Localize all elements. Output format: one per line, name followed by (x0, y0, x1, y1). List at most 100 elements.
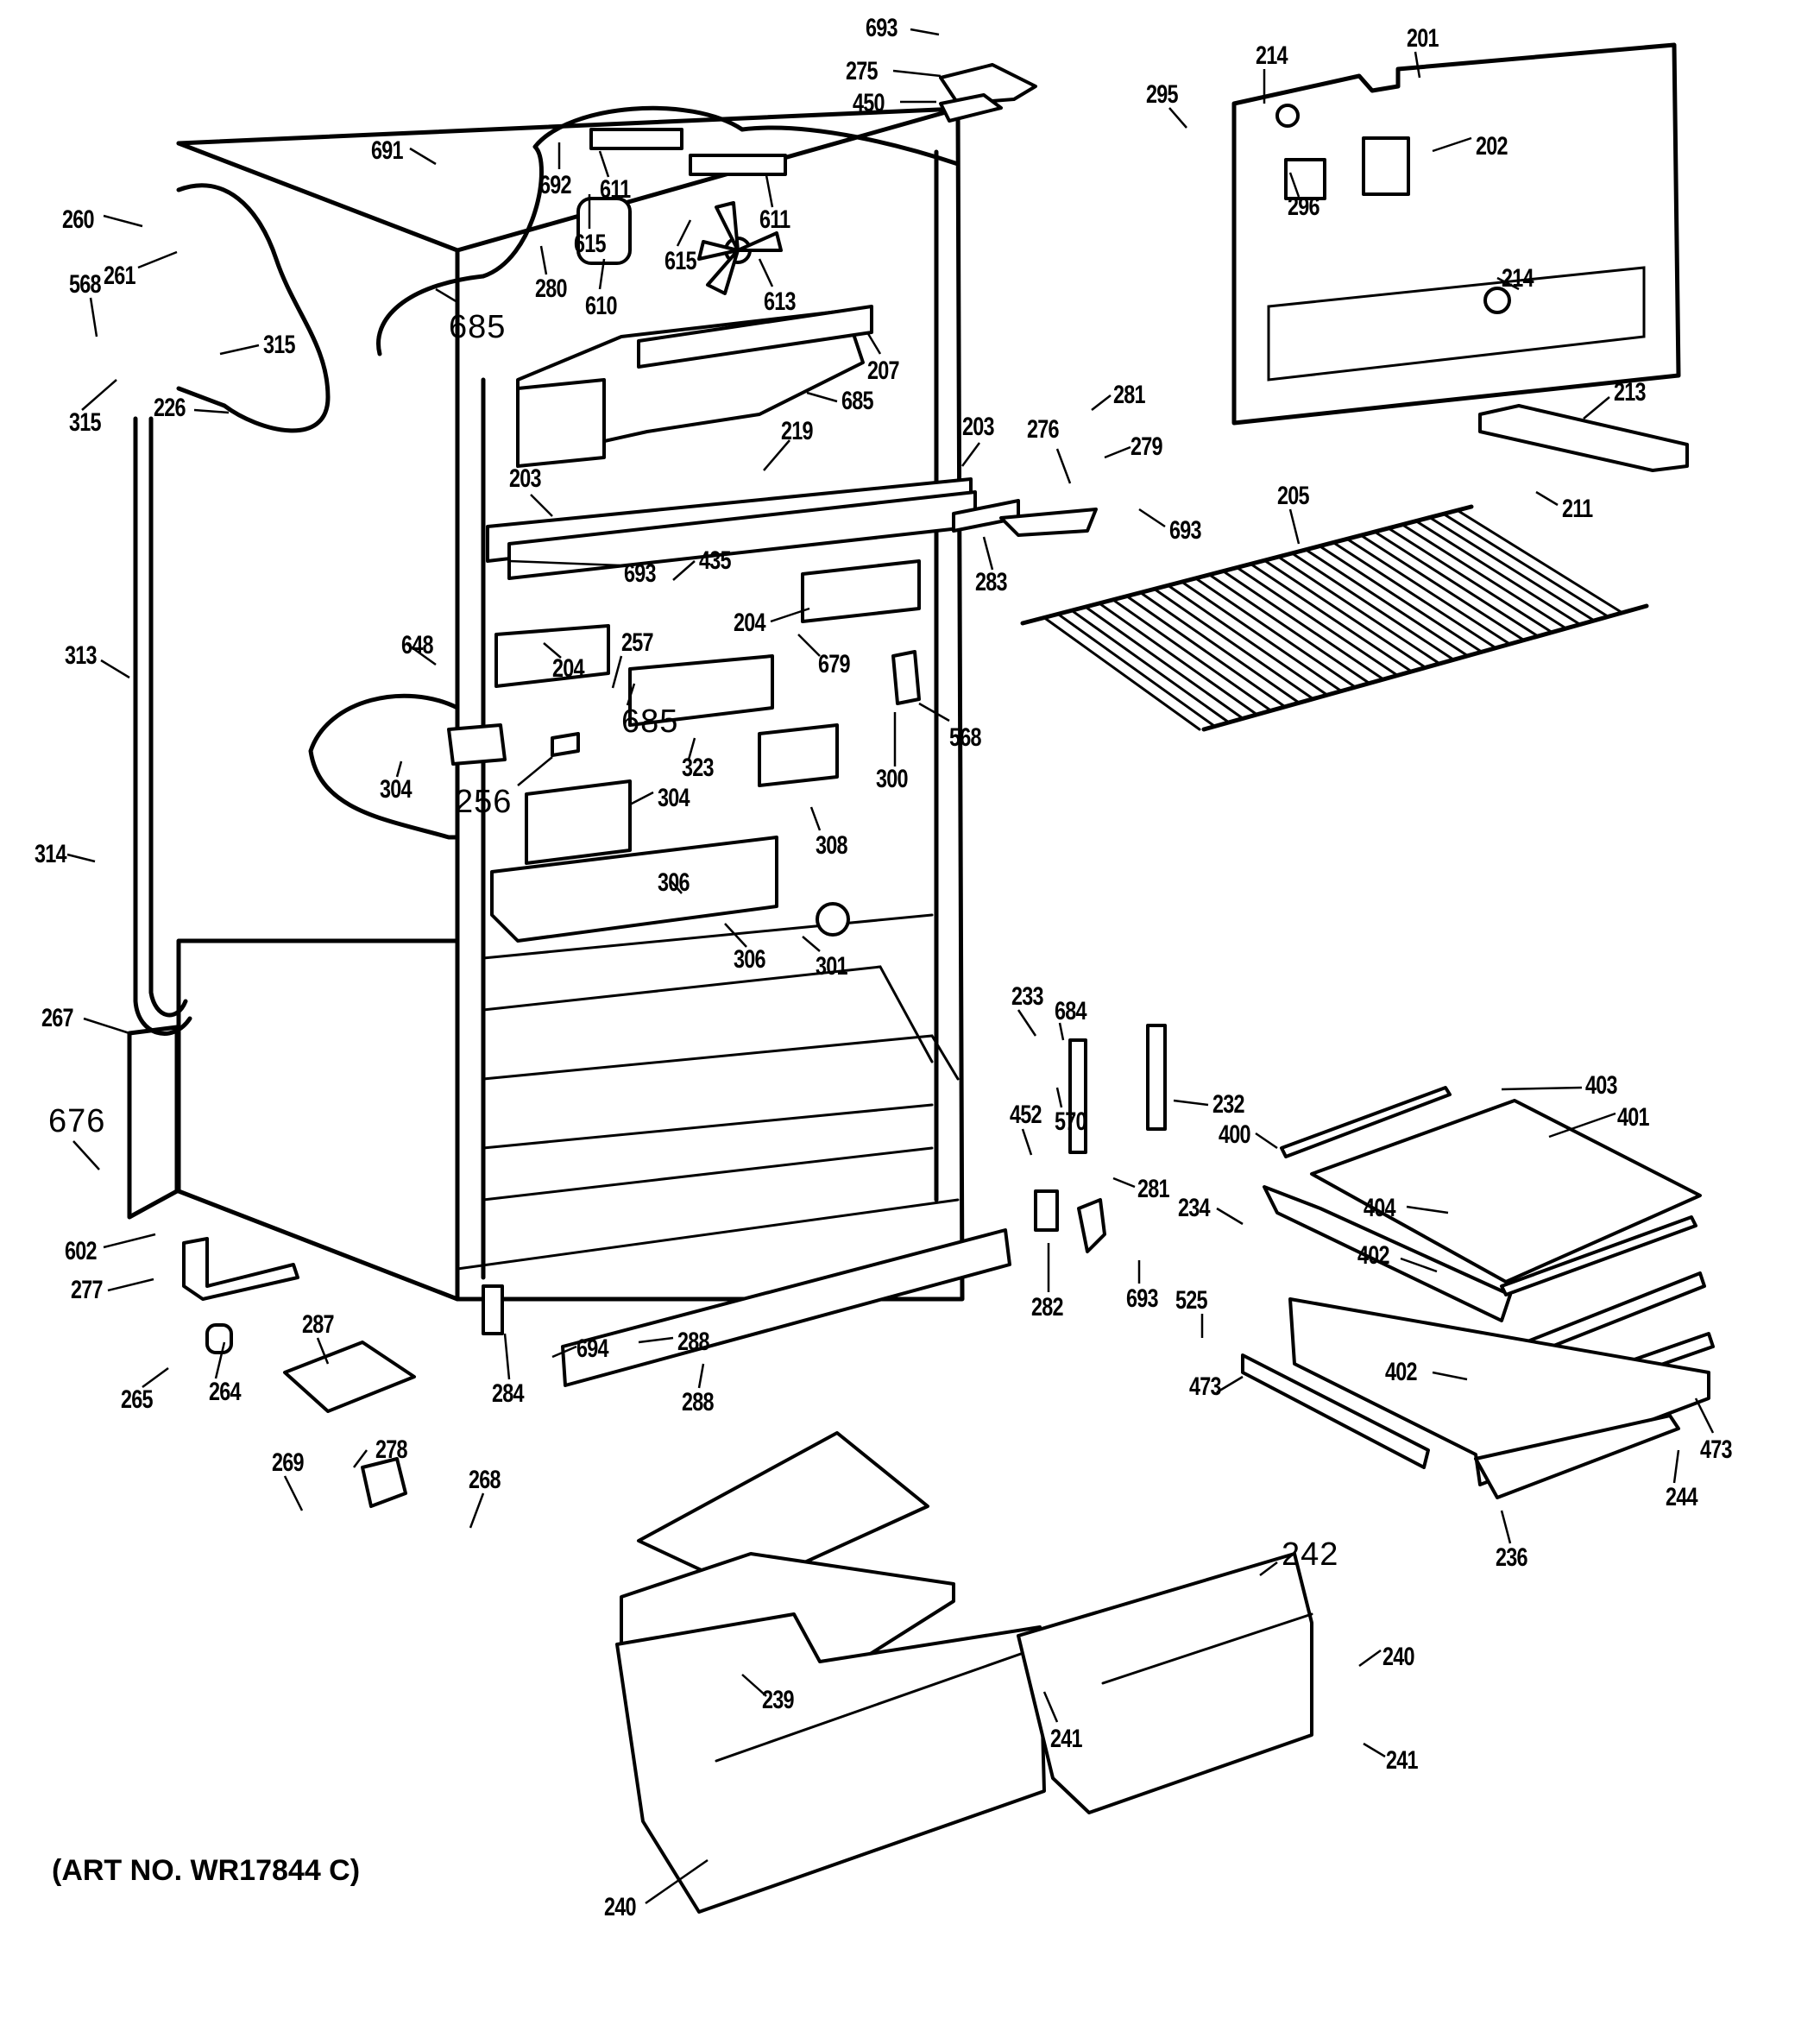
leader-line-269 (283, 1475, 304, 1511)
freezer-back-panel (1231, 42, 1681, 426)
leader-line-205 (1288, 508, 1301, 545)
callout-label-692: 692 (539, 171, 571, 199)
leader-line-287 (316, 1337, 330, 1365)
leader-line-473 (1216, 1375, 1244, 1394)
leader-line-232 (1173, 1099, 1209, 1107)
callout-label-276: 276 (1027, 415, 1059, 444)
callout-label-611: 611 (759, 205, 790, 234)
leader-line-611 (765, 174, 774, 208)
callout-label-308: 308 (816, 831, 847, 860)
leader-line-280 (539, 245, 548, 275)
callout-label-693: 693 (624, 559, 656, 588)
leader-line-304 (629, 791, 654, 806)
callout-label-473: 473 (1189, 1372, 1221, 1401)
callout-label-282: 282 (1031, 1293, 1063, 1322)
control-housing (447, 559, 921, 943)
leader-line-203 (530, 494, 553, 517)
leader-line-403 (1501, 1086, 1583, 1091)
shelf-wire-rod (1223, 571, 1384, 680)
callout-label-295: 295 (1146, 80, 1178, 109)
leader-line-256 (517, 756, 553, 786)
leader-line-283 (982, 536, 994, 571)
callout-label-613: 613 (764, 287, 796, 316)
leader-line-691 (409, 147, 437, 166)
leveling-parts (182, 1237, 504, 1508)
callout-label-685: 685 (621, 703, 679, 740)
shelf-wire-rod (1319, 546, 1483, 653)
leader-line-241 (1042, 1691, 1059, 1723)
meat-pan-frame (1241, 1297, 1710, 1499)
callout-label-279: 279 (1131, 432, 1162, 461)
leader-line-402 (1432, 1371, 1468, 1381)
shelf-rear-rail (1020, 504, 1474, 626)
leader-line-288 (638, 1336, 674, 1344)
leader-line-301 (802, 936, 821, 952)
callout-label-693: 693 (1169, 516, 1201, 545)
shelf-wire-rod (1181, 581, 1342, 692)
callout-label-278: 278 (375, 1435, 407, 1464)
leader-line-264 (214, 1341, 226, 1379)
shelf-wire-rod (1113, 599, 1272, 711)
callout-label-306: 306 (734, 945, 765, 974)
shelf-wire-rod (1388, 527, 1553, 634)
callout-label-214: 214 (1256, 41, 1288, 70)
leader-line-239 (741, 1674, 767, 1697)
callout-label-203: 203 (509, 464, 541, 493)
callout-label-281: 281 (1137, 1175, 1169, 1203)
shelf-wire-rod (1237, 567, 1399, 677)
leader-line-203 (960, 442, 981, 467)
callout-label-204: 204 (734, 609, 765, 637)
shelf-wire-rod (1141, 592, 1300, 703)
callout-label-236: 236 (1496, 1543, 1527, 1572)
callout-label-314: 314 (35, 840, 66, 868)
leader-line-314 (66, 853, 96, 863)
leader-line-315 (219, 344, 260, 356)
leader-line-281 (1091, 394, 1112, 411)
callout-label-214: 214 (1502, 264, 1534, 293)
shelf-wire-rod (1374, 531, 1540, 638)
callout-label-203: 203 (962, 413, 994, 441)
callout-label-611: 611 (600, 175, 631, 204)
leader-line-260 (103, 214, 143, 228)
callout-label-525: 525 (1175, 1286, 1207, 1315)
callout-label-240: 240 (1382, 1643, 1414, 1671)
callout-label-473: 473 (1700, 1435, 1732, 1464)
callout-label-684: 684 (1055, 997, 1086, 1025)
leader-line-201 (1414, 51, 1421, 79)
callout-label-570: 570 (1055, 1107, 1086, 1136)
shelf-wire-rod (1195, 577, 1357, 688)
callout-label-304: 304 (380, 775, 412, 804)
shelf-wire-rod (1250, 564, 1413, 672)
shelf-wire-rod (1154, 589, 1314, 700)
leader-line-615 (676, 219, 692, 247)
cutaway-outlines (176, 105, 960, 840)
ice-tray (1478, 404, 1689, 472)
callout-label-281: 281 (1113, 381, 1145, 409)
callout-label-615: 615 (574, 230, 606, 258)
leader-line-214 (1496, 276, 1520, 291)
callout-label-648: 648 (401, 631, 433, 659)
callout-label-300: 300 (876, 765, 908, 793)
leader-line-213 (1583, 396, 1610, 420)
leader-line-265 (142, 1366, 169, 1389)
callout-label-265: 265 (121, 1385, 153, 1414)
callout-label-315: 315 (263, 331, 295, 359)
callout-label-257: 257 (621, 628, 653, 657)
leader-line-236 (1500, 1510, 1512, 1544)
callout-label-201: 201 (1407, 24, 1439, 53)
leader-line-234 (1216, 1207, 1244, 1226)
leader-line-204 (770, 607, 810, 623)
leader-line-315 (81, 379, 117, 411)
callout-label-260: 260 (62, 205, 94, 234)
callout-label-404: 404 (1364, 1194, 1395, 1222)
shelf-wire-rod (1415, 520, 1582, 626)
callout-label-219: 219 (781, 417, 813, 445)
brackets-611 (589, 128, 787, 176)
callout-label-239: 239 (762, 1686, 794, 1714)
leader-line-693 (910, 28, 940, 36)
callout-label-234: 234 (1178, 1194, 1210, 1222)
callout-label-287: 287 (302, 1310, 334, 1339)
side-panel (127, 1025, 180, 1220)
callout-label-267: 267 (41, 1004, 73, 1032)
leader-line-233 (1017, 1009, 1037, 1037)
